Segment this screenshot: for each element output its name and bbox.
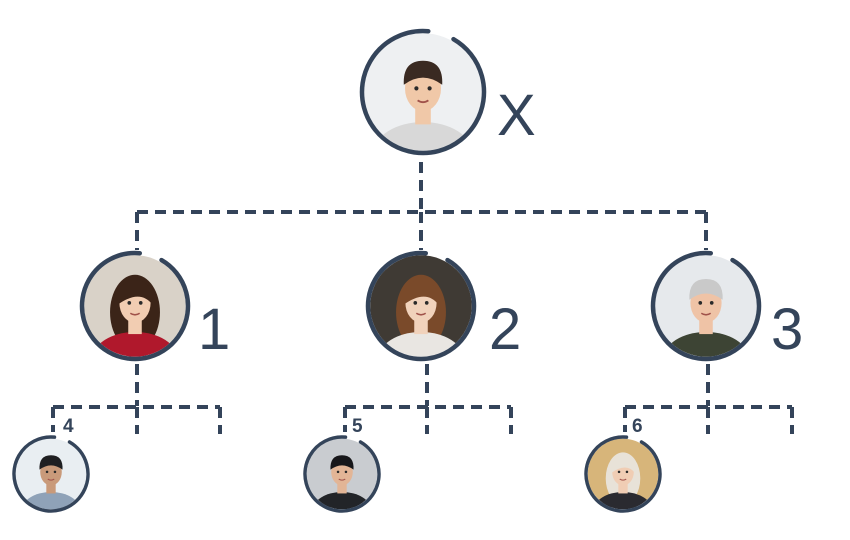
node-root-label: X bbox=[497, 83, 536, 148]
avatar-ring bbox=[303, 435, 381, 513]
node-root: X bbox=[359, 28, 536, 156]
node-grandchild-4: 4 bbox=[12, 416, 90, 513]
node-grandchild-5-label: 5 bbox=[352, 416, 363, 437]
avatar-ring bbox=[584, 435, 662, 513]
avatar-child-1 bbox=[79, 250, 191, 362]
avatar-grandchild-5 bbox=[303, 435, 381, 513]
avatar-photo bbox=[83, 254, 187, 358]
avatar-grandchild-6 bbox=[584, 435, 662, 513]
avatar-root bbox=[359, 28, 487, 156]
node-child-1: 1 bbox=[79, 250, 230, 362]
avatar-photo bbox=[15, 438, 87, 510]
avatar-photo bbox=[369, 254, 473, 358]
avatar-ring bbox=[359, 28, 487, 156]
node-child-3: 3 bbox=[650, 250, 803, 362]
avatar-photo bbox=[587, 438, 659, 510]
connector-lines bbox=[51, 162, 794, 434]
node-grandchild-6: 6 bbox=[584, 416, 662, 513]
avatar-grandchild-4 bbox=[12, 435, 90, 513]
avatar-photo bbox=[306, 438, 378, 510]
node-child-2: 2 bbox=[365, 250, 521, 362]
node-grandchild-4-label: 4 bbox=[63, 416, 74, 437]
node-grandchild-5: 5 bbox=[303, 416, 381, 513]
avatar-ring bbox=[650, 250, 762, 362]
node-child-1-label: 1 bbox=[198, 297, 230, 362]
avatar-child-2 bbox=[365, 250, 477, 362]
node-child-2-label: 2 bbox=[489, 297, 521, 362]
avatar-ring bbox=[79, 250, 191, 362]
avatar-photo bbox=[654, 254, 758, 358]
node-grandchild-6-label: 6 bbox=[632, 416, 643, 437]
avatar-ring bbox=[365, 250, 477, 362]
avatar-ring bbox=[12, 435, 90, 513]
avatar-photo bbox=[363, 32, 483, 152]
avatar-child-3 bbox=[650, 250, 762, 362]
node-child-3-label: 3 bbox=[771, 297, 803, 362]
